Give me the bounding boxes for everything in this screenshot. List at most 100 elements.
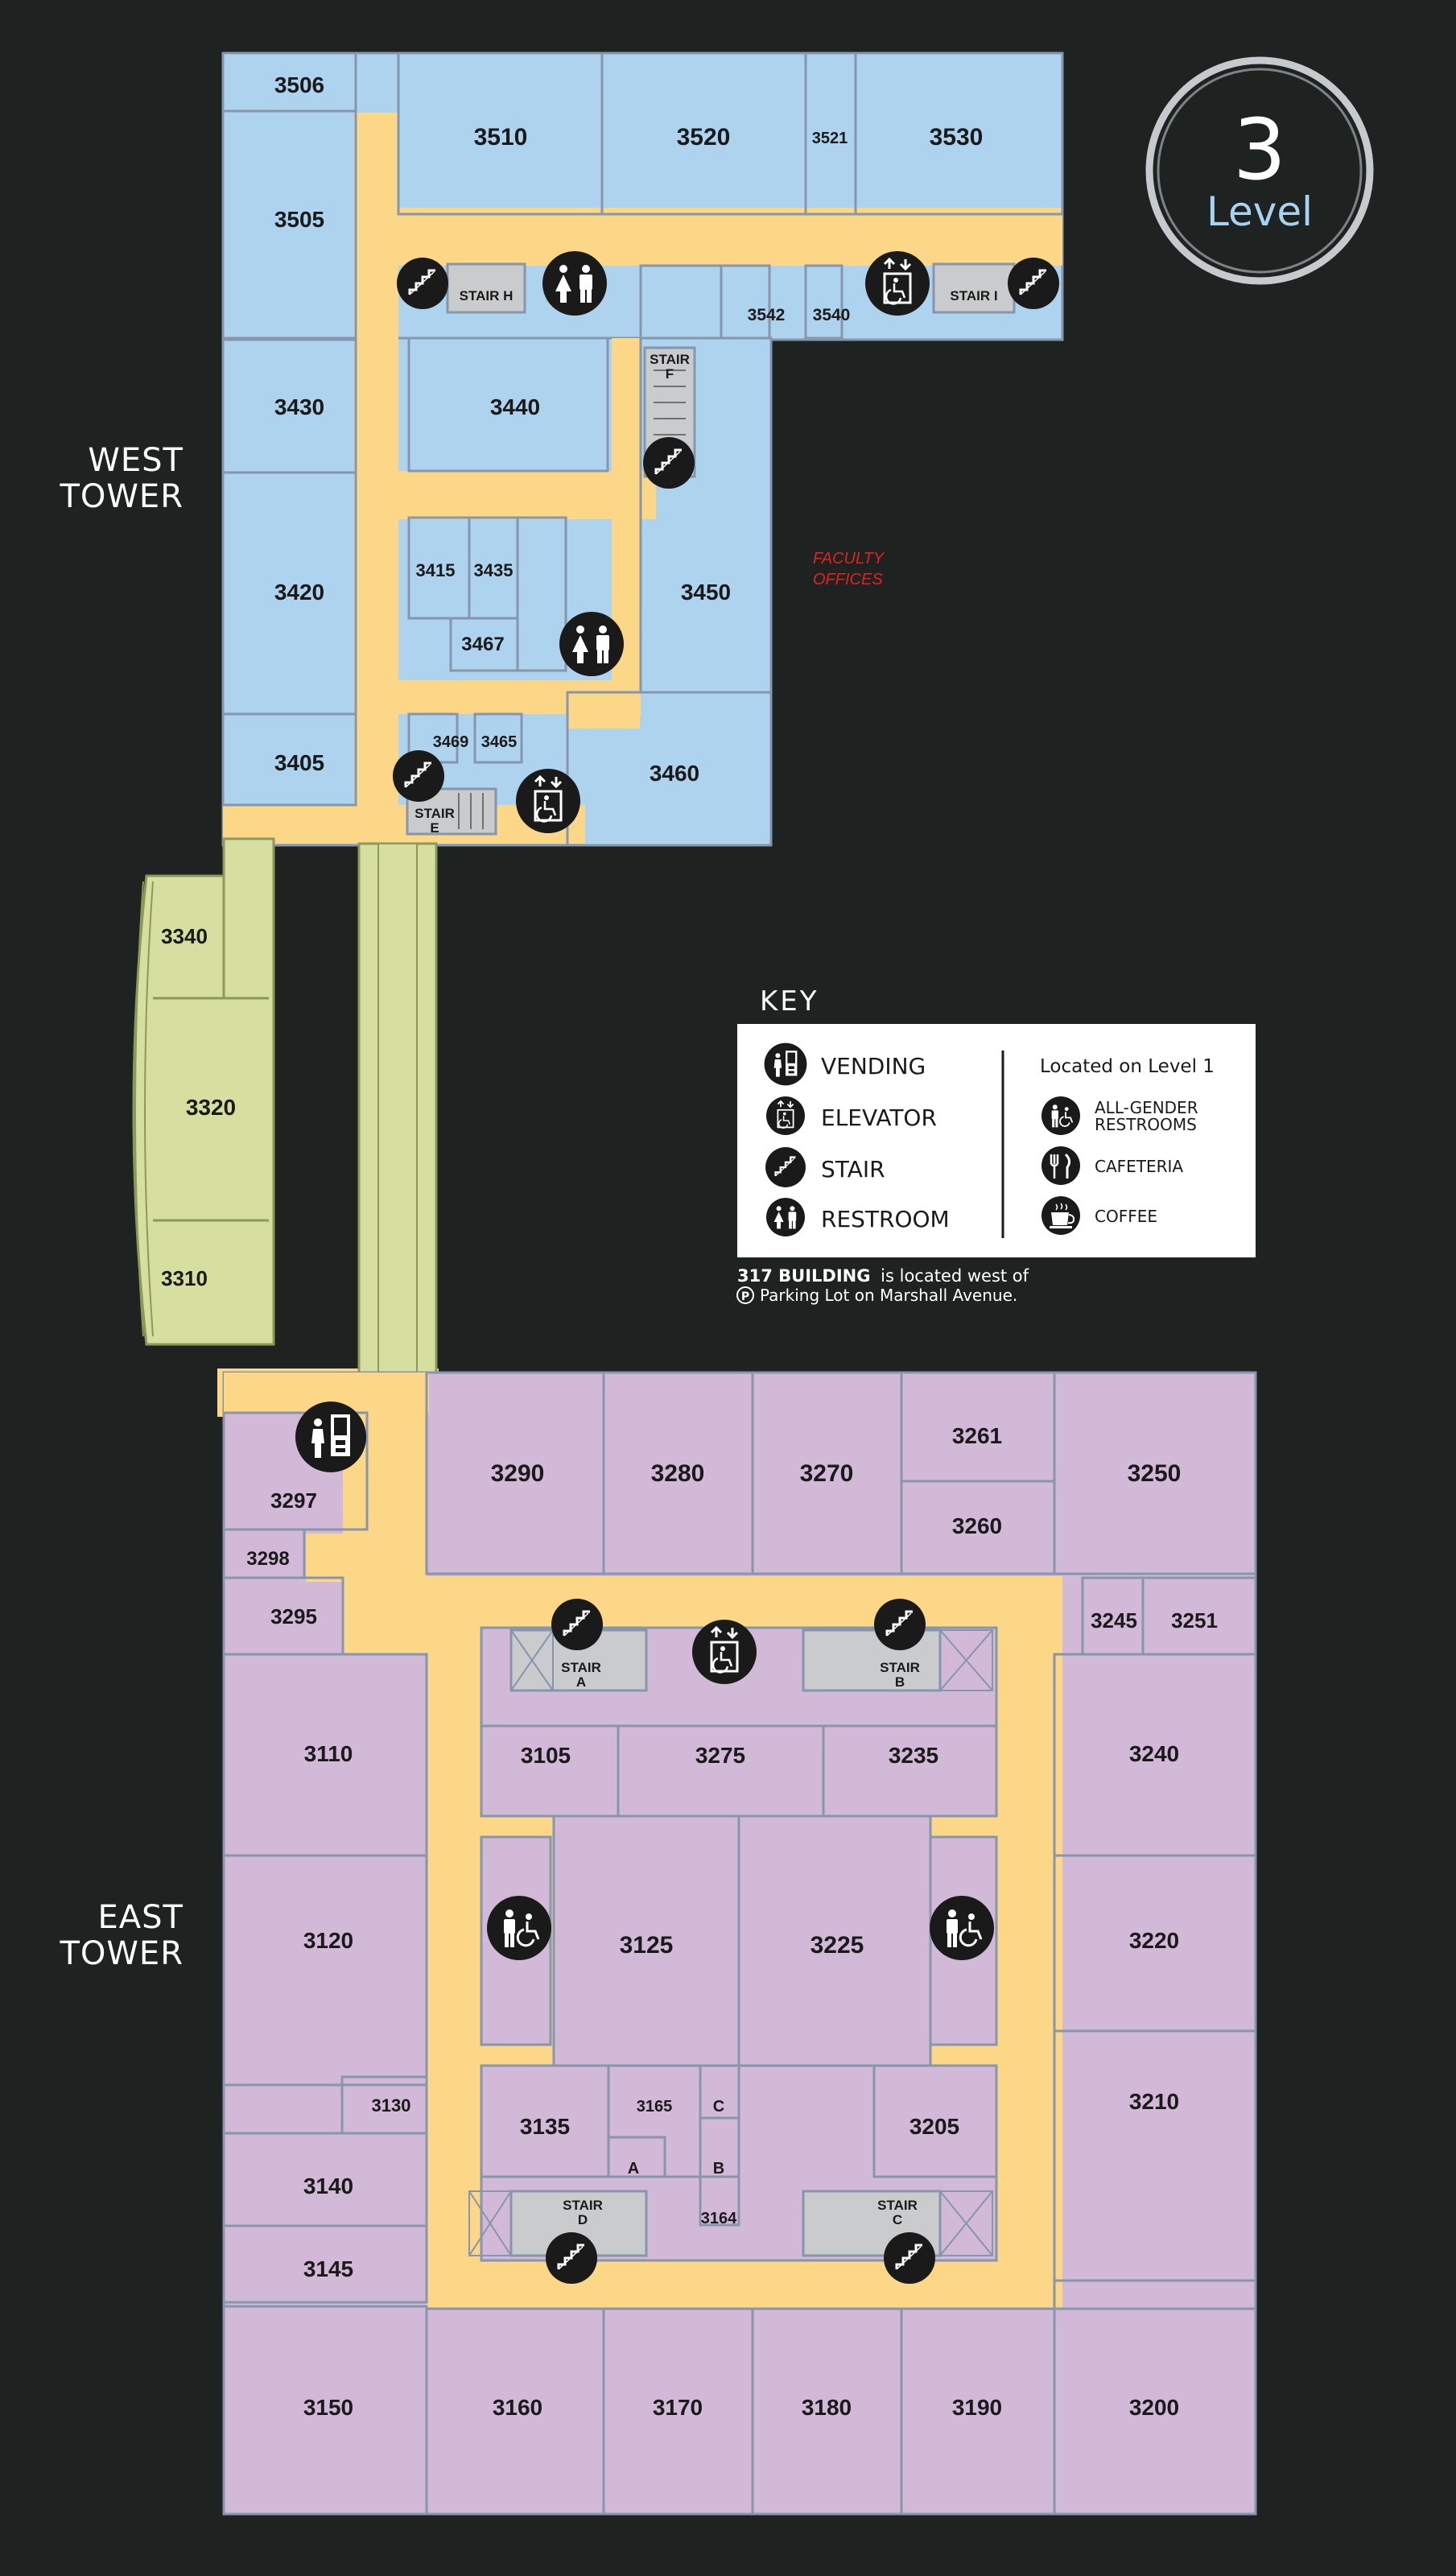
all-gender-restroom-icon[interactable]: [485, 1894, 553, 1962]
room-label[interactable]: 3520: [677, 124, 731, 151]
room-label[interactable]: 3225: [810, 1932, 864, 1959]
room-label[interactable]: 3430: [274, 394, 324, 419]
key-elevator-icon: [765, 1096, 806, 1136]
room-label[interactable]: 3440: [490, 394, 540, 419]
room-label[interactable]: 3261: [952, 1423, 1002, 1448]
room-label[interactable]: 3510: [474, 124, 528, 151]
room-label[interactable]: 3310: [161, 1266, 208, 1290]
room-label[interactable]: 3105: [521, 1743, 571, 1768]
room-label[interactable]: 3542: [748, 306, 786, 324]
vending-icon[interactable]: [295, 1402, 366, 1472]
room-label[interactable]: 3465: [481, 733, 518, 751]
room-label[interactable]: 3280: [651, 1460, 705, 1487]
all-gender-restroom-icon[interactable]: [928, 1894, 996, 1962]
stair-labels: STAIR H STAIR I STAIR F STAIR E STAIR A …: [415, 288, 997, 2227]
room-label[interactable]: 3460: [650, 761, 699, 786]
room-label[interactable]: 3200: [1129, 2395, 1179, 2420]
room-label[interactable]: 3435: [474, 560, 514, 580]
room-label[interactable]: 3270: [800, 1460, 854, 1487]
room-label[interactable]: 3135: [520, 2114, 570, 2139]
elevator-icon[interactable]: [691, 1618, 758, 1686]
room-label[interactable]: 3190: [952, 2395, 1002, 2420]
east-tower-label-1: EAST: [98, 1899, 184, 1936]
stair-icon[interactable]: [395, 256, 450, 311]
room-label[interactable]: 3240: [1129, 1741, 1179, 1766]
room-label[interactable]: 3450: [681, 580, 731, 605]
room-label[interactable]: 3250: [1128, 1460, 1182, 1487]
stair-h-label: STAIR H: [460, 288, 514, 303]
elevator-icon[interactable]: [864, 250, 931, 317]
key-all-gender-label-2: RESTROOMS: [1095, 1115, 1197, 1134]
room-label[interactable]: 3160: [493, 2395, 542, 2420]
key-title: KEY: [760, 985, 819, 1018]
stair-icon[interactable]: [641, 436, 696, 490]
room-label[interactable]: 3260: [952, 1513, 1002, 1538]
key-restroom-icon: [766, 1198, 805, 1236]
room-label[interactable]: 3467: [461, 634, 504, 655]
room-label[interactable]: 3297: [270, 1488, 317, 1513]
room-label[interactable]: C: [713, 2098, 724, 2116]
room-label[interactable]: 3110: [304, 1741, 353, 1766]
room-label[interactable]: 3205: [909, 2114, 959, 2139]
room-label[interactable]: 3469: [433, 733, 469, 751]
key-stair-icon: [764, 1146, 807, 1189]
stair-icon[interactable]: [1006, 256, 1061, 311]
stair-i-label: STAIR I: [950, 288, 997, 303]
room-label[interactable]: 3140: [303, 2174, 353, 2198]
svg-text:317 BUILDING is located: 317 BUILDING is located west of: [737, 1266, 1029, 1286]
east-tower-label-2: TOWER: [59, 1935, 184, 1972]
faculty-offices-label-1: FACULTY: [813, 550, 885, 568]
room-label[interactable]: 3540: [813, 306, 851, 324]
level-number: 3: [1233, 101, 1286, 199]
room-label[interactable]: 3235: [889, 1743, 938, 1768]
east-walls: [222, 1371, 1257, 2516]
room-label[interactable]: 3275: [695, 1743, 745, 1768]
room-label[interactable]: 3220: [1129, 1928, 1179, 1953]
key-all-gender-icon: [1041, 1096, 1081, 1136]
parking-icon: [736, 1286, 754, 1304]
room-label[interactable]: 3295: [270, 1604, 317, 1629]
room-label[interactable]: 3405: [274, 750, 324, 775]
west-tower-label-2: TOWER: [59, 478, 184, 515]
room-label[interactable]: 3290: [491, 1460, 545, 1487]
room-label[interactable]: A: [628, 2160, 639, 2178]
stair-icon[interactable]: [391, 749, 446, 803]
room-label[interactable]: 3245: [1091, 1608, 1137, 1633]
room-label[interactable]: 3251: [1171, 1608, 1218, 1633]
room-label[interactable]: 3150: [303, 2395, 353, 2420]
room-label[interactable]: 3530: [930, 124, 984, 151]
room-label[interactable]: 3180: [802, 2395, 852, 2420]
restroom-icon[interactable]: [542, 251, 607, 316]
west-tower-label-1: WEST: [88, 442, 184, 479]
note-line1: is located west of: [881, 1266, 1029, 1286]
stair-icon[interactable]: [882, 2231, 937, 2285]
room-label[interactable]: 3164: [701, 2210, 737, 2227]
room-label[interactable]: 3120: [303, 1928, 353, 1953]
stair-icon[interactable]: [872, 1597, 927, 1652]
room-label[interactable]: 3130: [372, 2095, 411, 2116]
room-label[interactable]: 3165: [637, 2098, 673, 2116]
room-label[interactable]: 3125: [620, 1932, 674, 1959]
elevator-icon[interactable]: [514, 767, 582, 835]
room-label[interactable]: 3210: [1129, 2089, 1179, 2114]
key-coffee-icon: [1041, 1195, 1081, 1236]
room-label[interactable]: 3521: [812, 130, 848, 147]
stair-icon[interactable]: [550, 1597, 604, 1652]
stair-e-label-1: STAIR: [415, 806, 455, 821]
key-restroom-label: RESTROOM: [821, 1206, 950, 1232]
room-label[interactable]: 3340: [161, 924, 208, 948]
elevator-shafts: [468, 1629, 993, 2256]
room-label[interactable]: 3506: [274, 72, 324, 97]
stair-f-label-2: F: [666, 366, 674, 382]
room-label[interactable]: 3505: [274, 207, 324, 232]
room-label[interactable]: 3145: [303, 2256, 353, 2281]
room-label[interactable]: 3420: [274, 580, 324, 605]
room-label[interactable]: 3298: [246, 1548, 289, 1570]
room-label[interactable]: 3320: [186, 1095, 236, 1120]
room-label[interactable]: 3170: [653, 2395, 703, 2420]
room-label[interactable]: B: [713, 2160, 724, 2178]
restroom-icon[interactable]: [559, 612, 624, 676]
room-label[interactable]: 3415: [416, 560, 456, 580]
stair-icon[interactable]: [544, 2231, 599, 2285]
